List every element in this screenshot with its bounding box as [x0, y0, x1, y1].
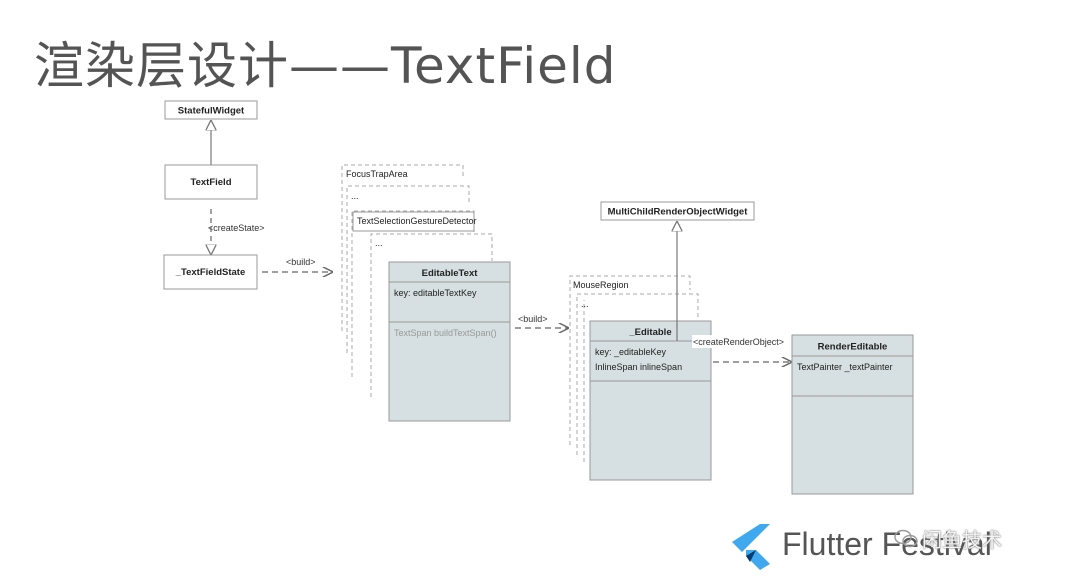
node-multi-child-render-object-widget: MultiChildRenderObjectWidget — [600, 201, 755, 221]
flutter-logo-icon — [732, 524, 770, 570]
watermark-text: 闲鱼技术 — [922, 528, 1002, 552]
node-label: TextSelectionGestureDetector — [357, 216, 477, 226]
node-ellipsis-1: ... — [346, 185, 470, 353]
node-label: _TextFieldState — [175, 267, 246, 278]
node-ellipsis-3: ... — [576, 293, 699, 462]
node-label: MultiChildRenderObjectWidget — [608, 207, 749, 218]
node-focus-trap-area: FocusTrapArea — [341, 164, 464, 331]
edge-label-create-render-object: <createRenderObject> — [693, 337, 784, 347]
node-text-selection-gesture-detector: TextSelectionGestureDetector — [351, 210, 477, 377]
node-label: FocusTrapArea — [346, 169, 408, 179]
node-label: EditableText — [422, 268, 479, 279]
footer-brand: Flutter Festival 闲鱼技术 — [730, 518, 1070, 574]
node-label: RenderEditable — [818, 342, 888, 353]
node-field: TextPainter _textPainter — [797, 362, 893, 372]
node-editable-text: EditableText key: editableTextKey TextSp… — [388, 261, 511, 422]
node-label: StatefulWidget — [178, 106, 245, 117]
node-field: key: _editableKey — [595, 347, 667, 357]
node-label: TextField — [191, 177, 232, 188]
watermark: 闲鱼技术 — [894, 524, 1002, 553]
node-label: ... — [375, 238, 383, 248]
node-label: ... — [581, 299, 589, 309]
node-editable: _Editable key: _editableKey InlineSpan i… — [589, 320, 712, 481]
node-field: key: editableTextKey — [394, 288, 477, 298]
node-stateful-widget: StatefulWidget — [164, 100, 258, 120]
slide-title: 渲染层设计——TextField — [34, 37, 617, 95]
edge-label-create-state: <createState> — [208, 223, 265, 233]
node-text-field: TextField — [164, 164, 258, 200]
brand-text: Flutter Festival — [782, 526, 992, 562]
edge-label-build-1: <build> — [286, 257, 316, 267]
edge-label-build-2: <build> — [518, 314, 548, 324]
wechat-icon — [894, 529, 918, 547]
node-render-editable: RenderEditable TextPainter _textPainter — [791, 334, 914, 495]
node-label: MouseRegion — [573, 280, 629, 290]
node-label: ... — [351, 191, 359, 201]
node-text-field-state: _TextFieldState — [163, 254, 258, 290]
node-ellipsis-2: ... — [370, 233, 493, 397]
node-label: _Editable — [628, 327, 671, 338]
node-field: InlineSpan inlineSpan — [595, 362, 682, 372]
node-method: TextSpan buildTextSpan() — [394, 328, 497, 338]
node-mouse-region: MouseRegion — [569, 275, 691, 445]
